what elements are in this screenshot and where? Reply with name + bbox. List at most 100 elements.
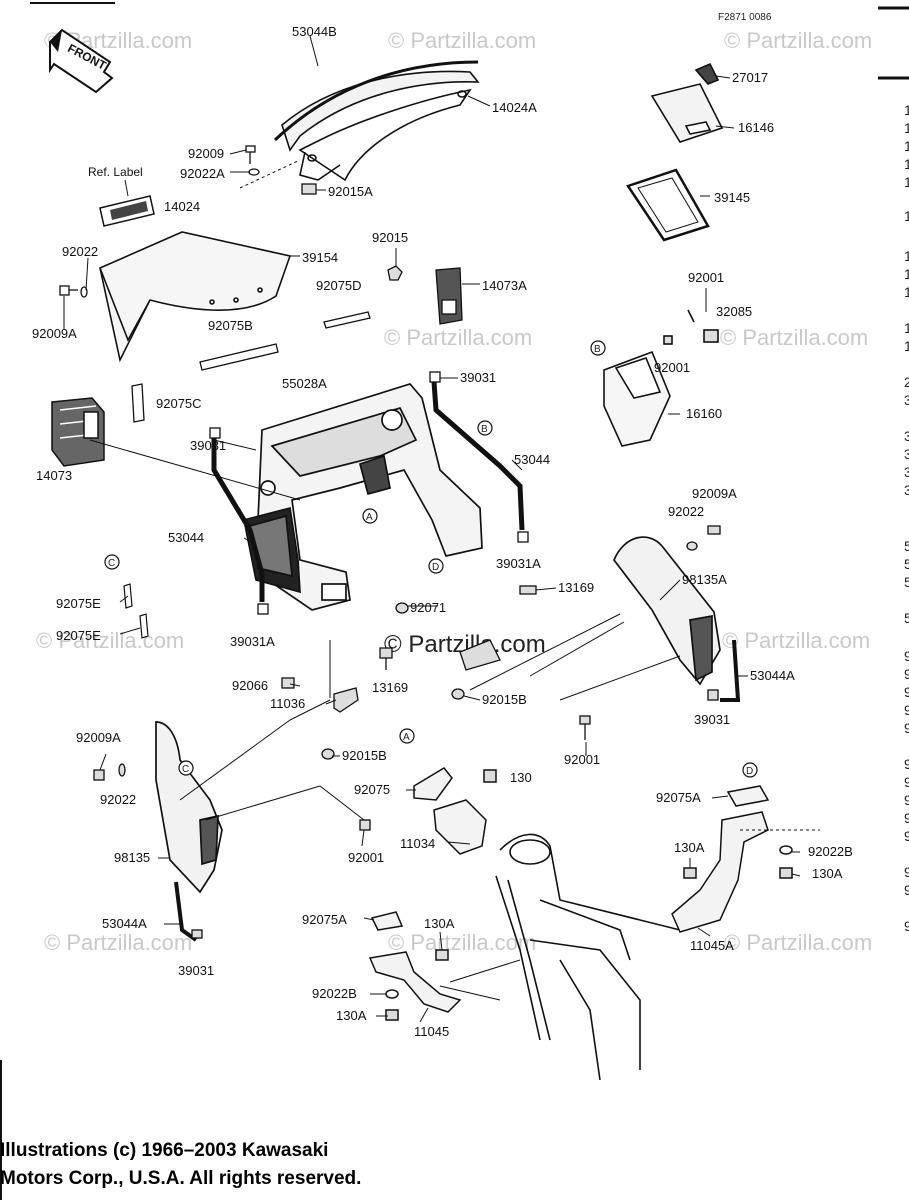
part-label: 92022A (180, 166, 225, 181)
leader-lines (63, 35, 820, 1023)
part-drawing-39145 (626, 168, 710, 242)
edge-mark: 3 (904, 392, 909, 408)
edge-mark: 9 (904, 792, 909, 808)
part-drawing-16160 (603, 309, 719, 447)
edge-mark: 3 (904, 446, 909, 462)
part-label: 92022 (100, 792, 136, 807)
watermark: © Partzilla.com (36, 628, 184, 653)
part-label: 39031A (496, 556, 541, 571)
part-label: 92015B (482, 692, 527, 707)
callout-letters (104, 340, 758, 778)
part-label: 92075 (354, 782, 390, 797)
part-label: 92022B (808, 844, 853, 859)
fastener-icons (579, 525, 721, 740)
part-label: 92009A (32, 326, 77, 341)
part-drawing-55028A (243, 383, 483, 611)
edge-mark: 9 (904, 648, 909, 664)
part-label: 92075A (302, 912, 347, 927)
edge-mark: 5 (904, 610, 909, 626)
part-label: 11034 (400, 836, 435, 851)
edge-mark: 9 (904, 756, 909, 772)
edge-mark: 9 (904, 684, 909, 700)
part-drawing-16146 (650, 62, 724, 143)
edge-mark: 9 (904, 882, 909, 898)
edge-mark: 2 (904, 374, 909, 390)
callout-c: C (108, 558, 115, 569)
part-label: 92075B (208, 318, 253, 333)
part-label: 92015A (328, 184, 373, 199)
part-drawing-53044 (211, 381, 525, 602)
part-label: 53044A (750, 668, 795, 683)
callout-b: B (594, 344, 601, 355)
part-label: 92071 (410, 600, 446, 615)
nut-icon (387, 265, 403, 281)
strip-drawing (131, 311, 371, 423)
part-label: 130A (812, 866, 843, 881)
copyright-line-1: Illustrations (c) 1966–2003 Kawasaki (0, 1140, 329, 1161)
callout-a: A (366, 512, 373, 523)
part-label: 53044 (168, 530, 204, 545)
watermark: © Partzilla.com (44, 930, 192, 955)
callout-a: A (403, 732, 410, 743)
figure-code: F2871 0086 (718, 12, 772, 23)
part-label: 92015B (342, 748, 387, 763)
part-label: 92009A (76, 730, 121, 745)
part-labels: 53044B 14024A 92009 92022A 92015A 14024 … (32, 24, 853, 1039)
part-label: 11045 (414, 1024, 449, 1039)
part-drawing-14024A (273, 60, 480, 182)
part-label: 16146 (738, 120, 774, 135)
screw-icon (59, 285, 88, 298)
edge-mark: 1 (904, 156, 909, 172)
part-label: 92022 (62, 244, 98, 259)
part-label: 53044A (102, 916, 147, 931)
part-label: 39145 (714, 190, 750, 205)
callout-c: C (182, 764, 189, 775)
edge-mark: 1 (904, 266, 909, 282)
part-label: 92015 (372, 230, 408, 245)
edge-mark: 9 (904, 774, 909, 790)
part-drawing-14073 (51, 397, 105, 467)
part-label: 92075D (316, 278, 362, 293)
edge-mark: 1 (904, 248, 909, 264)
part-label: 92075E (56, 596, 101, 611)
watermark: © Partzilla.com (384, 325, 532, 350)
part-label: 39031 (694, 712, 730, 727)
ref-label-text: Ref. Label (88, 165, 143, 179)
edge-mark: 1 (904, 284, 909, 300)
part-label: 14024A (492, 100, 537, 115)
edge-mark: 9 (904, 810, 909, 826)
part-label: 14024 (164, 199, 200, 214)
part-label: 11036 (270, 696, 305, 711)
edge-mark: 5 (904, 574, 909, 590)
part-label: 39031 (460, 370, 496, 385)
rubber-stop-icon (209, 371, 529, 615)
part-label: 53044B (292, 24, 337, 39)
watermark: © Partzilla.com (724, 28, 872, 53)
part-label: 92066 (232, 678, 268, 693)
watermark: © Partzilla.com (724, 930, 872, 955)
part-drawing-11045 (368, 911, 462, 1021)
edge-mark: 3 (904, 464, 909, 480)
part-label: 53044 (514, 452, 550, 467)
part-label: 92001 (348, 850, 384, 865)
part-label: 11045A (690, 938, 734, 953)
edge-mark: 9 (904, 666, 909, 682)
part-label: 130A (424, 916, 455, 931)
edge-mark: 9 (904, 720, 909, 736)
edge-mark: 3 (904, 482, 909, 498)
part-label: 130 (510, 770, 532, 785)
edge-mark: 5 (904, 556, 909, 572)
edge-mark: 1 (904, 120, 909, 136)
callout-d: D (432, 562, 439, 573)
part-label: 92022 (668, 504, 704, 519)
edge-mark: 5 (904, 538, 909, 554)
part-drawing-11045A (671, 785, 793, 933)
part-drawing-98135A (613, 536, 721, 686)
edge-mark: 1 (904, 174, 909, 190)
part-label: 92075E (56, 628, 101, 643)
edge-mark: 9 (904, 702, 909, 718)
watermark: © Partzilla.com (722, 628, 870, 653)
part-label: 92001 (564, 752, 600, 767)
part-label: 98135 (114, 850, 150, 865)
